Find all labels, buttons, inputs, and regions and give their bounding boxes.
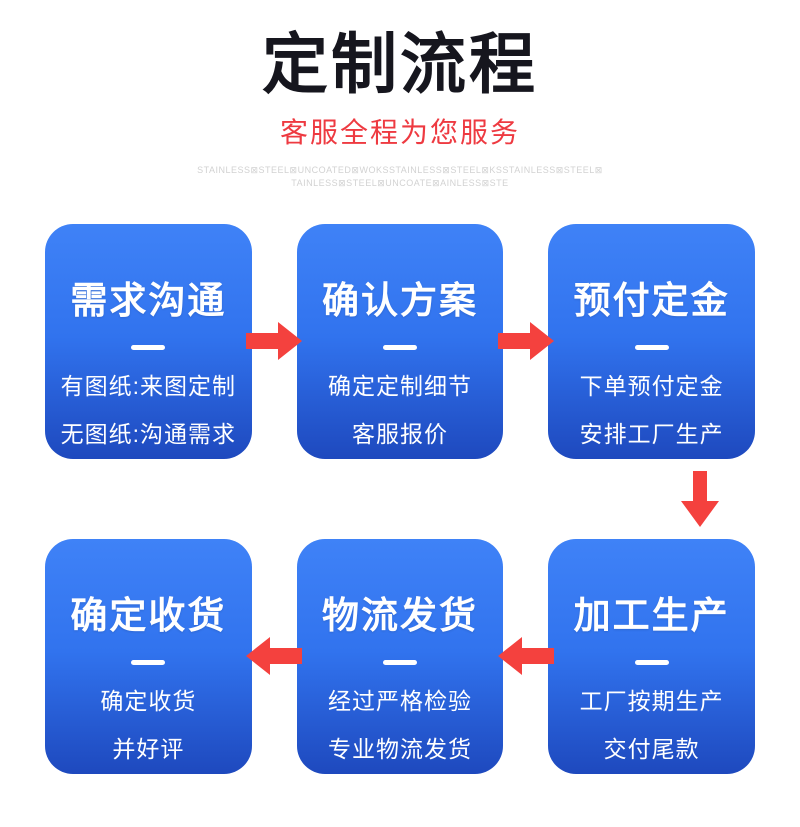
page-subtitle: 客服全程为您服务	[279, 116, 520, 148]
watermark-line-1: STAINLESS⊠STEEL⊠UNCOATED⊠WOKSSTAINLESS⊠S…	[197, 164, 603, 175]
divider-dash	[634, 659, 669, 665]
step-card-processing-production: 加工生产 工厂按期生产 交付尾款	[548, 538, 756, 774]
divider-dash	[131, 659, 166, 665]
step-title: 预付定金	[573, 279, 730, 321]
step-line: 安排工厂生产	[579, 420, 724, 447]
flow-row-top: 需求沟通 有图纸:来图定制 无图纸:沟通需求 确认方案 确定定制细节 客服报价 …	[45, 223, 756, 459]
step-title: 需求沟通	[70, 279, 227, 321]
step-line: 下单预付定金	[579, 372, 724, 399]
watermark-text: STAINLESS⊠STEEL⊠UNCOATED⊠WOKSSTAINLESS⊠S…	[0, 164, 800, 190]
step-card-prepay-deposit: 预付定金 下单预付定金 安排工厂生产	[548, 223, 756, 459]
step-card-confirm-receipt: 确定收货 确定收货 并好评	[45, 538, 252, 774]
step-card-logistics-shipping: 物流发货 经过严格检验 专业物流发货	[296, 538, 504, 774]
divider-dash	[131, 344, 166, 350]
arrow-right-icon	[498, 320, 554, 362]
arrow-left-icon	[498, 635, 554, 677]
page-title: 定制流程	[262, 27, 538, 101]
flow-row-bottom: 确定收货 确定收货 并好评 物流发货 经过严格检验 专业物流发货 加工生产 工厂…	[45, 538, 756, 774]
step-card-confirm-plan: 确认方案 确定定制细节 客服报价	[296, 223, 504, 459]
arrow-down-icon	[681, 470, 719, 527]
step-line: 确定定制细节	[328, 372, 472, 399]
header: 定制流程 客服全程为您服务 STAINLESS⊠STEEL⊠UNCOATED⊠W…	[0, 0, 800, 190]
divider-dash	[383, 659, 417, 665]
step-line: 确定收货	[100, 687, 197, 714]
step-line: 并好评	[112, 735, 185, 762]
arrow-left-icon	[246, 635, 302, 677]
arrow-right-icon	[246, 320, 302, 362]
divider-dash	[634, 344, 669, 350]
step-line: 客服报价	[352, 420, 448, 447]
step-title: 加工生产	[573, 594, 730, 636]
step-title: 物流发货	[322, 594, 478, 636]
step-line: 专业物流发货	[328, 735, 472, 762]
process-flow-diagram: 需求沟通 有图纸:来图定制 无图纸:沟通需求 确认方案 确定定制细节 客服报价 …	[0, 223, 800, 774]
step-title: 确定收货	[70, 594, 227, 636]
step-line: 无图纸:沟通需求	[60, 420, 237, 447]
step-line: 有图纸:来图定制	[60, 372, 237, 399]
step-line: 交付尾款	[603, 735, 700, 762]
step-title: 确认方案	[322, 279, 478, 321]
watermark-line-2: TAINLESS⊠STEEL⊠UNCOATE⊠AINLESS⊠STE	[291, 177, 509, 188]
divider-dash	[383, 344, 417, 350]
step-line: 工厂按期生产	[579, 687, 724, 714]
step-line: 经过严格检验	[328, 687, 472, 714]
connector-band	[45, 459, 755, 539]
step-card-requirement-communication: 需求沟通 有图纸:来图定制 无图纸:沟通需求	[45, 223, 252, 459]
